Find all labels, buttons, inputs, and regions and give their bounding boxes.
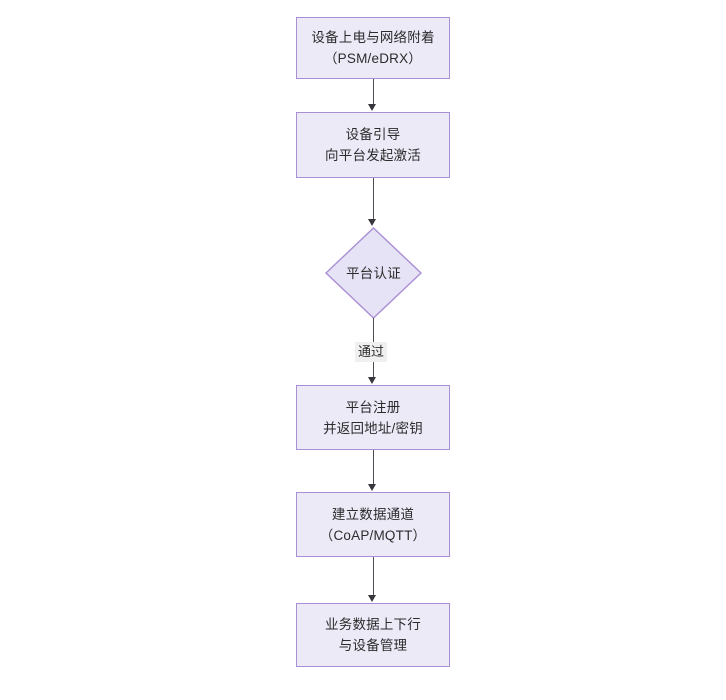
edge-label-pass: 通过: [355, 342, 388, 362]
node-text-line: 设备引导: [345, 127, 401, 142]
flow-node-platform-register[interactable]: 平台注册 并返回地址/密钥: [296, 385, 450, 450]
node-text-line: 业务数据上下行: [325, 617, 421, 632]
connector-n4-n5: [372, 450, 374, 485]
flow-node-platform-auth[interactable]: 平台认证: [325, 227, 422, 319]
node-text-line: 平台认证: [346, 265, 401, 281]
flow-node-data-channel[interactable]: 建立数据通道 （CoAP/MQTT）: [296, 492, 450, 557]
arrowhead-n2-n3: [368, 219, 377, 226]
connector-n5-n6: [372, 557, 374, 596]
node-text-line: 向平台发起激活: [325, 148, 421, 163]
node-text-line: 设备上电与网络附着: [311, 30, 435, 45]
arrowhead-n1-n2: [368, 104, 377, 111]
node-text-line: 建立数据通道: [331, 506, 415, 522]
flow-node-business-data[interactable]: 业务数据上下行 与设备管理: [296, 603, 450, 667]
arrowhead-n3-n4: [368, 377, 377, 384]
connector-n2-n3: [372, 178, 374, 220]
node-text-line: 与设备管理: [338, 638, 408, 653]
node-text-line: （CoAP/MQTT）: [319, 527, 427, 543]
arrowhead-n4-n5: [368, 484, 377, 491]
flow-node-power-on[interactable]: 设备上电与网络附着 （PSM/eDRX）: [296, 17, 450, 79]
node-text-line: 并返回地址/密钥: [323, 420, 423, 436]
arrowhead-n5-n6: [368, 595, 377, 602]
connector-n1-n2: [372, 79, 374, 105]
flow-node-device-bootstrap[interactable]: 设备引导 向平台发起激活: [296, 112, 450, 178]
node-text-line: （PSM/eDRX）: [323, 51, 423, 66]
node-text-line: 平台注册: [345, 399, 401, 415]
